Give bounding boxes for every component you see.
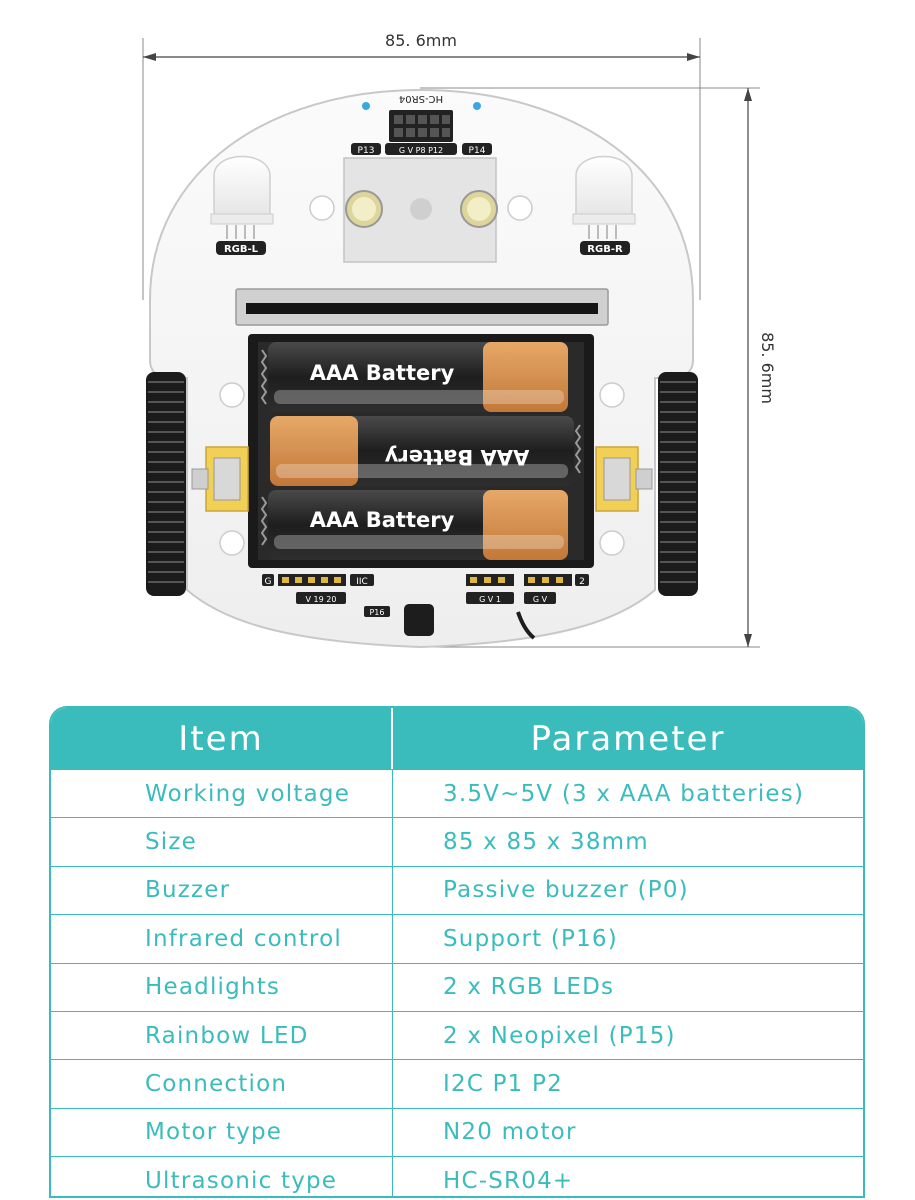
battery-3-label: AAA Battery <box>310 508 455 532</box>
battery-2: AAA Battery <box>270 416 574 486</box>
table-row: Connection I2C P1 P2 <box>51 1059 863 1108</box>
pin-label-p13: P13 <box>358 146 375 156</box>
battery-3: AAA Battery <box>268 490 568 560</box>
row-parameter: I2C P1 P2 <box>443 1071 563 1098</box>
row-item: Size <box>51 818 393 866</box>
row-item: Infrared control <box>51 915 393 963</box>
table-row: Working voltage 3.5V~5V (3 x AAA batteri… <box>51 769 863 818</box>
table-row: Motor type N20 motor <box>51 1107 863 1157</box>
table-row: Infrared control Support (P16) <box>51 914 863 963</box>
pin-label-2: 2 <box>579 577 585 587</box>
spec-table: Item Parameter Working voltage 3.5V~5V (… <box>49 706 865 1198</box>
table-row: Ultrasonic type HC-SR04+ <box>51 1156 863 1196</box>
height-label: 85. 6mm <box>758 332 777 404</box>
motor-left <box>191 446 249 512</box>
battery-1-label: AAA Battery <box>310 361 455 385</box>
rgb-l-label: RGB-L <box>224 244 259 255</box>
row-parameter: N20 motor <box>443 1119 577 1146</box>
table-header: Item Parameter <box>51 708 863 769</box>
width-label: 85. 6mm <box>385 31 457 50</box>
pin-label-p14: P14 <box>469 146 486 156</box>
header-parameter: Parameter <box>530 718 726 759</box>
ultrasonic-sensor <box>343 157 498 263</box>
height-dimension: 85. 6mm <box>420 87 777 648</box>
row-parameter: Passive buzzer (P0) <box>443 877 689 904</box>
row-parameter: 2 x RGB LEDs <box>443 974 615 1001</box>
header-item: Item <box>51 708 393 769</box>
bottom-pin-headers: G IIC V 19 20 G V 1 2 G V P16 <box>262 574 589 640</box>
table-row: Buzzer Passive buzzer (P0) <box>51 865 863 915</box>
row-item: Motor type <box>51 1108 393 1157</box>
row-item: Buzzer <box>51 866 393 915</box>
pin-label-gv: G V P8 P12 <box>399 146 443 155</box>
pin-label-gv1: G V 1 <box>479 595 501 604</box>
row-item: Headlights <box>51 963 393 1011</box>
wheel-left <box>146 372 186 596</box>
robot-car-diagram: 85. 6mm 85. 6mm HC-SR04 P13 G V P8 P12 <box>142 31 777 649</box>
battery-2-label: AAA Battery <box>384 445 529 469</box>
indicator-led-right <box>473 102 481 110</box>
pin-label-g: G <box>265 577 272 587</box>
table-row: Rainbow LED 2 x Neopixel (P15) <box>51 1010 863 1060</box>
row-parameter: 3.5V~5V (3 x AAA batteries) <box>443 780 805 807</box>
pin-label-gv-bottom: G V <box>533 595 548 604</box>
battery-1: AAA Battery <box>268 342 568 412</box>
row-item: Working voltage <box>51 770 393 818</box>
indicator-led-left <box>362 102 370 110</box>
width-dimension: 85. 6mm <box>142 31 701 300</box>
microbit-slot <box>235 288 609 326</box>
row-parameter: Support (P16) <box>443 925 618 952</box>
row-parameter: 2 x Neopixel (P15) <box>443 1022 676 1049</box>
wheel-right <box>658 372 698 596</box>
rgb-r-label: RGB-R <box>587 244 623 255</box>
pin-label-iic: IIC <box>356 577 368 587</box>
table-row: Headlights 2 x RGB LEDs <box>51 962 863 1011</box>
row-item: Ultrasonic type <box>51 1157 393 1196</box>
motor-right <box>595 446 653 512</box>
pin-label-v1920: V 19 20 <box>306 595 337 604</box>
row-parameter: 85 x 85 x 38mm <box>443 829 649 856</box>
battery-holder: AAA Battery AAA Battery AAA Battery <box>248 334 594 568</box>
pin-label-p16: P16 <box>369 608 384 617</box>
rgb-led-left: RGB-L <box>210 155 274 255</box>
ultrasonic-connector: HC-SR04 P13 G V P8 P12 P14 <box>351 93 492 156</box>
row-parameter: HC-SR04+ <box>443 1167 574 1194</box>
row-item: Rainbow LED <box>51 1011 393 1060</box>
sensor-label: HC-SR04 <box>399 93 443 104</box>
row-item: Connection <box>51 1060 393 1108</box>
rgb-led-right: RGB-R <box>572 155 636 255</box>
table-row: Size 85 x 85 x 38mm <box>51 817 863 866</box>
